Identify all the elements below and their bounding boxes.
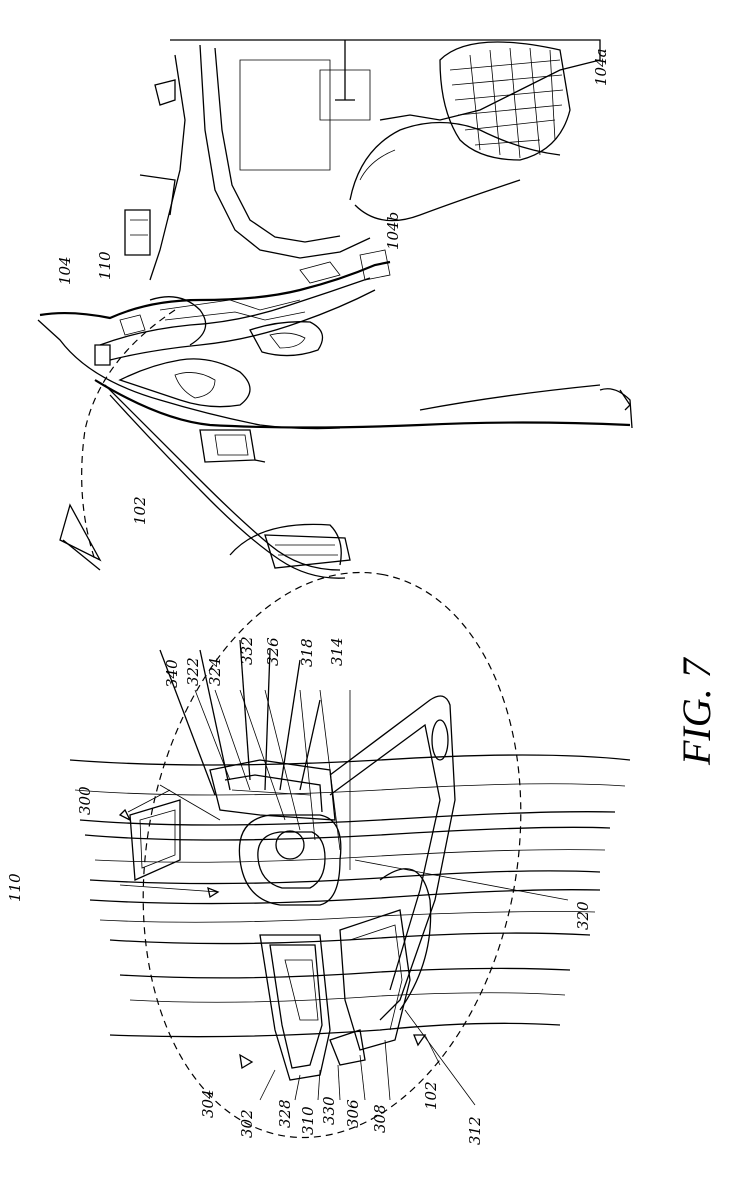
label-110-detail: 110 xyxy=(6,873,24,902)
upper-assembly-drawing xyxy=(38,40,632,578)
detail-leader-arrowhead xyxy=(60,505,100,560)
label-302: 302 xyxy=(238,1109,256,1138)
label-314: 314 xyxy=(328,637,346,666)
figure-title: FIG. 7 xyxy=(674,656,719,766)
label-310: 310 xyxy=(299,1106,317,1135)
detail-leader-arc xyxy=(82,310,175,560)
label-322: 322 xyxy=(184,657,202,686)
label-312: 312 xyxy=(466,1116,484,1145)
label-104: 104 xyxy=(56,256,74,285)
label-330: 330 xyxy=(320,1096,338,1125)
label-104a: 104a xyxy=(592,48,610,86)
label-326: 326 xyxy=(264,637,282,666)
label-306: 306 xyxy=(344,1099,362,1128)
label-318: 318 xyxy=(298,638,316,667)
label-102-detail: 102 xyxy=(422,1081,440,1110)
detail-view xyxy=(70,542,630,1168)
detail-ellipse xyxy=(100,542,563,1168)
label-104b: 104b xyxy=(384,212,402,250)
label-300: 300 xyxy=(76,786,94,815)
label-324: 324 xyxy=(206,657,224,686)
label-320: 320 xyxy=(574,901,592,930)
label-110-top: 110 xyxy=(96,251,114,280)
label-340: 340 xyxy=(163,659,181,688)
label-332: 332 xyxy=(238,636,256,665)
label-328: 328 xyxy=(276,1099,294,1128)
label-308: 308 xyxy=(371,1104,389,1133)
label-102-top: 102 xyxy=(131,496,149,525)
label-304: 304 xyxy=(199,1089,217,1118)
reference-labels: 104a 104b 104 110 102 300 110 340 322 32… xyxy=(6,48,610,1145)
